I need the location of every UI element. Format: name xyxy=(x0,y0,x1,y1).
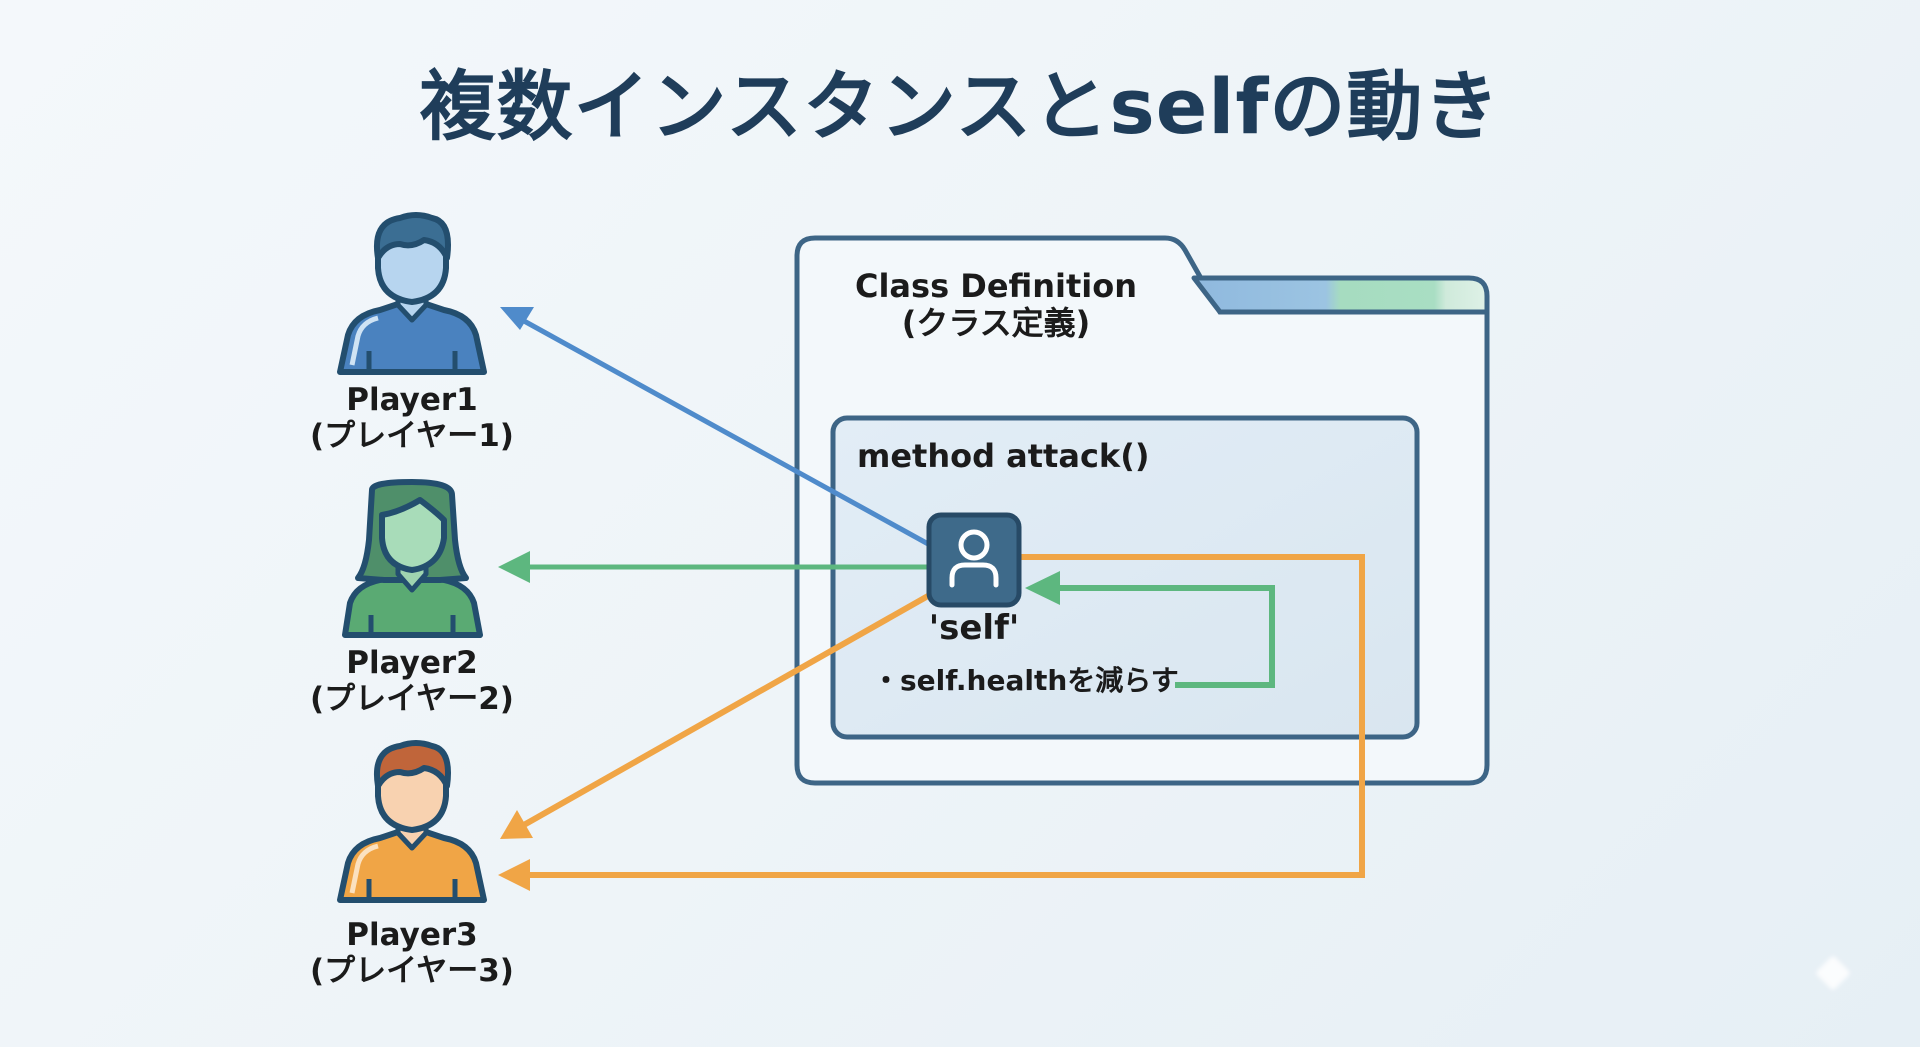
player3-subtitle: (プレイヤー3) xyxy=(310,952,514,989)
page-title: 複数インスタンスとselfの動き xyxy=(419,62,1501,151)
folder-tab xyxy=(1191,275,1490,315)
player3-label: Player3 (プレイヤー3) xyxy=(282,917,542,989)
arrow-self-to-player3-diagonal xyxy=(500,589,937,839)
player2-label: Player2 (プレイヤー2) xyxy=(282,645,542,717)
player1-label: Player1 (プレイヤー1) xyxy=(282,382,542,454)
self-user-icon xyxy=(926,512,1022,608)
arrow-self-to-player2 xyxy=(498,551,930,583)
player2-female-user-icon xyxy=(342,479,483,638)
health-bullet-text: ・self.healthを減らす xyxy=(872,664,1179,697)
method-attack-label: method attack() xyxy=(857,437,1150,475)
class-definition-subtitle: (クラス定義) xyxy=(901,303,1091,342)
player1-male-user-icon xyxy=(337,212,487,375)
player1-name: Player1 xyxy=(346,382,478,418)
self-label: 'self' xyxy=(928,608,1020,648)
class-definition-title: Class Definition xyxy=(854,267,1138,305)
arrow-self-to-player1 xyxy=(500,307,932,548)
arrow-self-to-player3-routed xyxy=(498,554,1365,891)
player2-name: Player2 xyxy=(346,645,478,681)
player1-subtitle: (プレイヤー1) xyxy=(310,417,514,454)
player3-name: Player3 xyxy=(346,917,478,953)
arrow-health-loop-to-self xyxy=(1025,571,1275,688)
player2-subtitle: (プレイヤー2) xyxy=(310,680,514,717)
player3-male-user-icon xyxy=(337,740,487,903)
class-definition-label: Class Definition (クラス定義) xyxy=(836,268,1156,342)
